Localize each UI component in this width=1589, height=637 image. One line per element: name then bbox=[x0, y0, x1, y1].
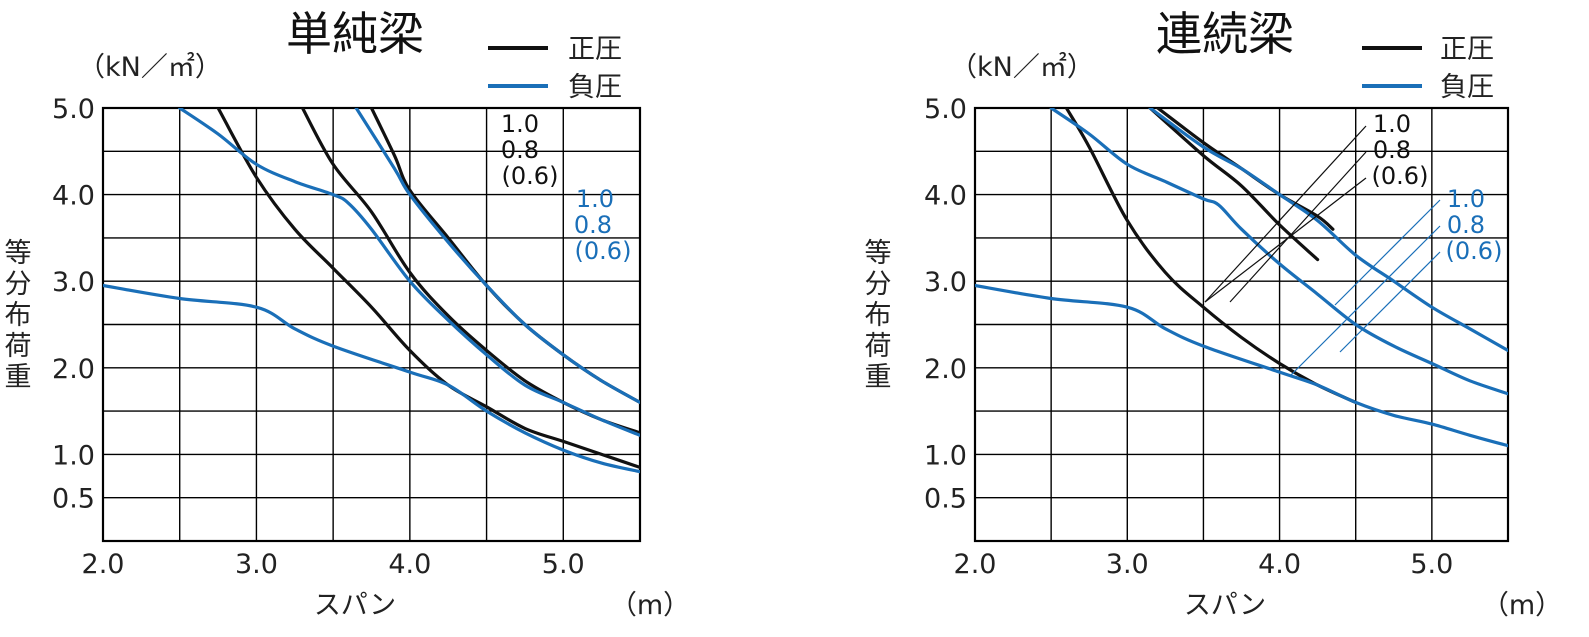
legend-label-positive: 正圧 bbox=[568, 34, 622, 65]
y-tick-label: 1.0 bbox=[924, 440, 967, 471]
y-axis-title: 等分布荷重 bbox=[865, 238, 892, 393]
x-tick-label: 3.0 bbox=[235, 549, 278, 580]
leader-line bbox=[1334, 199, 1441, 306]
y-tick-label: 4.0 bbox=[924, 181, 967, 212]
leader-line bbox=[1339, 251, 1441, 353]
plot-area: 0.5 1.0 2.0 3.0 4.0 5.0 2.0 3.0 4.0 5.0 bbox=[52, 94, 642, 580]
y-tick-label: 0.5 bbox=[924, 484, 967, 515]
series-line-negative-4 bbox=[178, 108, 640, 437]
thickness-label-1-0: 1.0 bbox=[1373, 110, 1411, 138]
series-line-negative-4 bbox=[1049, 108, 1508, 396]
plot-area: 0.5 1.0 2.0 3.0 4.0 5.0 2.0 3.0 4.0 5.0 bbox=[924, 94, 1510, 580]
x-axis-unit: （m） bbox=[610, 590, 690, 621]
y-tick-label: 4.0 bbox=[52, 181, 95, 212]
chart-simple-beam: 単純梁 （kN／㎡） 正圧 負圧 0.5 1.0 2.0 3.0 4.0 5.0 2.0 3.… bbox=[5, 7, 691, 621]
series-line-negative-5 bbox=[354, 108, 640, 404]
thickness-label-0-6: (0.6) bbox=[575, 237, 632, 265]
y-tick-label: 2.0 bbox=[52, 354, 95, 385]
y-tick-label: 2.0 bbox=[924, 354, 967, 385]
y-axis-label-char: 布 bbox=[5, 300, 32, 331]
y-axis-label-char: 分 bbox=[5, 269, 32, 300]
chart-title: 連続梁 bbox=[1156, 7, 1294, 61]
series-line-negative-5 bbox=[1148, 108, 1508, 353]
x-tick-label: 3.0 bbox=[1106, 549, 1149, 580]
y-tick-label: 5.0 bbox=[924, 94, 967, 125]
x-axis-unit: （m） bbox=[1482, 590, 1562, 621]
thickness-label-1-0: 1.0 bbox=[1447, 185, 1485, 213]
thickness-label-0-8: 0.8 bbox=[574, 211, 612, 239]
y-axis-label: 等分布荷重 bbox=[5, 238, 32, 393]
y-axis-unit: （kN／㎡） bbox=[78, 52, 222, 83]
x-tick-label: 4.0 bbox=[388, 549, 431, 580]
y-axis-label-char: 分 bbox=[865, 269, 892, 300]
series-line-negative-3 bbox=[103, 283, 640, 474]
x-tick-label: 5.0 bbox=[1410, 549, 1453, 580]
y-tick-label: 3.0 bbox=[924, 267, 967, 298]
x-tick-label: 5.0 bbox=[542, 549, 585, 580]
y-axis-unit: （kN／㎡） bbox=[950, 52, 1094, 83]
leader-line bbox=[1289, 225, 1441, 377]
leader-line bbox=[1204, 177, 1367, 303]
legend: 正圧 負圧 bbox=[1362, 34, 1494, 103]
thickness-label-0-6: (0.6) bbox=[502, 162, 559, 190]
thickness-label-0-8: 0.8 bbox=[1447, 211, 1485, 239]
y-tick-label: 1.0 bbox=[52, 440, 95, 471]
legend-label-negative: 負圧 bbox=[568, 72, 622, 103]
series-line-positive-0 bbox=[1064, 108, 1358, 404]
thickness-label-0-8: 0.8 bbox=[501, 136, 539, 164]
thickness-label-0-6: (0.6) bbox=[1446, 237, 1503, 265]
legend-label-negative: 負圧 bbox=[1440, 72, 1494, 103]
y-tick-label: 0.5 bbox=[52, 484, 95, 515]
thickness-labels-negative: 1.0 0.8 (0.6) bbox=[1289, 185, 1503, 377]
chart-continuous-beam: 連続梁 （kN／㎡） 正圧 負圧 0.5 1.0 2.0 3.0 4.0 5.0 2.0 3.… bbox=[865, 7, 1563, 621]
y-axis-label-char: 布 bbox=[865, 300, 892, 331]
thickness-labels-positive: 1.0 0.8 (0.6) bbox=[1204, 110, 1429, 303]
x-tick-label: 2.0 bbox=[954, 549, 997, 580]
legend-label-positive: 正圧 bbox=[1440, 34, 1494, 65]
series-line-positive-1 bbox=[1148, 108, 1320, 262]
thickness-label-1-0: 1.0 bbox=[501, 110, 539, 138]
y-tick-label: 3.0 bbox=[52, 267, 95, 298]
y-axis-label-char: 荷 bbox=[5, 331, 32, 362]
x-tick-label: 4.0 bbox=[1258, 549, 1301, 580]
thickness-labels-positive: 1.0 0.8 (0.6) bbox=[501, 110, 559, 190]
series-line-negative-3 bbox=[975, 283, 1508, 448]
plot-frame bbox=[973, 106, 1510, 543]
thickness-label-0-6: (0.6) bbox=[1372, 162, 1429, 190]
x-tick-label: 2.0 bbox=[82, 549, 125, 580]
x-axis-label: スパン bbox=[1184, 590, 1266, 621]
thickness-label-1-0: 1.0 bbox=[576, 185, 614, 213]
series-line-positive-0 bbox=[216, 108, 640, 469]
y-axis-label-char: 等 bbox=[865, 238, 892, 269]
y-axis-title: 等分布荷重 bbox=[5, 238, 32, 393]
y-axis-label-char: 荷 bbox=[865, 331, 892, 362]
x-axis-label: スパン bbox=[314, 590, 396, 621]
leader-line bbox=[1229, 151, 1367, 303]
y-tick-label: 5.0 bbox=[52, 94, 95, 125]
chart-title: 単純梁 bbox=[286, 7, 424, 61]
thickness-label-0-8: 0.8 bbox=[1373, 136, 1411, 164]
legend: 正圧 負圧 bbox=[488, 34, 622, 103]
y-axis-label-char: 重 bbox=[865, 362, 892, 393]
y-axis-label-char: 重 bbox=[5, 362, 32, 393]
y-axis-label-char: 等 bbox=[5, 238, 32, 269]
leader-line bbox=[1204, 125, 1367, 303]
y-axis-label: 等分布荷重 bbox=[865, 238, 892, 393]
thickness-labels-negative: 1.0 0.8 (0.6) bbox=[574, 185, 632, 265]
